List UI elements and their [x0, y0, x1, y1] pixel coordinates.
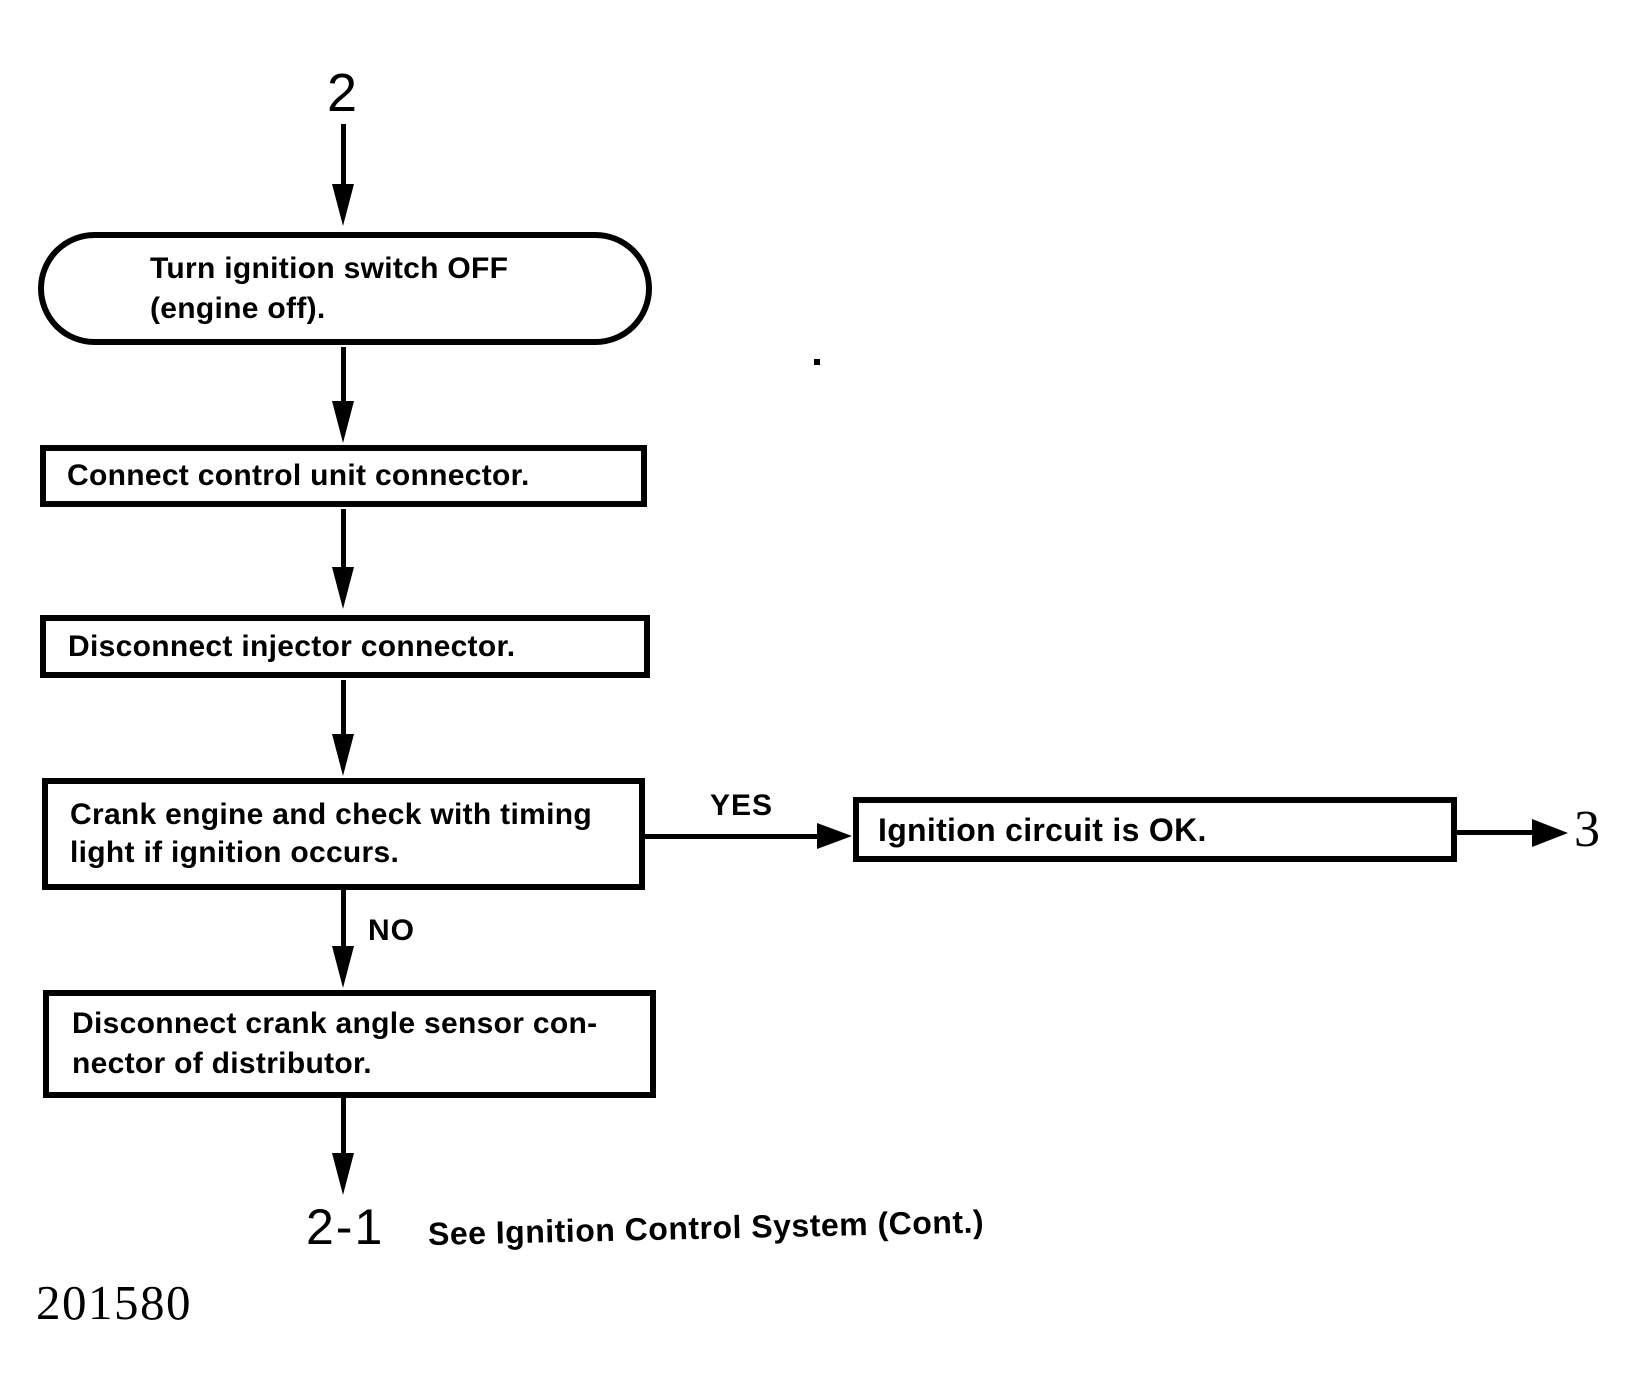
- node-start-terminator: Turn ignition switch OFF (engine off).: [38, 232, 652, 345]
- branch-label-no: NO: [368, 914, 415, 947]
- arrow-line-to-exit-bottom: [341, 1098, 346, 1156]
- arrow-line-no-branch: [341, 890, 346, 950]
- exit-connector-right-label: 3: [1574, 801, 1600, 858]
- node-crank-engine-check-line1: Crank engine and check with timing: [70, 798, 592, 831]
- arrowhead-start-to-connect: [332, 401, 354, 443]
- arrowhead-no-branch: [332, 946, 354, 988]
- node-start-line1: Turn ignition switch OFF: [150, 251, 509, 285]
- arrowhead-connect-to-injector: [332, 567, 354, 609]
- arrow-line-connect-to-injector: [341, 509, 346, 571]
- exit-connector-bottom-label: 2-1: [306, 1199, 385, 1255]
- node-ignition-ok: Ignition circuit is OK.: [853, 797, 1457, 862]
- node-connect-control-unit-line1: Connect control unit connector.: [67, 459, 530, 492]
- node-disconnect-crank-angle-sensor: Disconnect crank angle sensor con- necto…: [43, 990, 656, 1098]
- node-disconnect-injector-line1: Disconnect injector connector.: [68, 629, 516, 663]
- entry-connector-label: 2: [326, 63, 358, 123]
- node-crank-engine-check-line2: light if ignition occurs.: [70, 836, 400, 869]
- arrowhead-entry-to-start: [332, 184, 354, 226]
- arrowhead-to-exit-bottom: [332, 1153, 354, 1195]
- node-ignition-ok-line1: Ignition circuit is OK.: [878, 811, 1207, 848]
- arrowhead-yes-branch: [817, 823, 852, 849]
- footnote-text: See Ignition Control System (Cont.): [427, 1203, 985, 1252]
- arrowhead-to-exit-right: [1532, 819, 1568, 847]
- node-connect-control-unit: Connect control unit connector.: [40, 445, 647, 507]
- arrow-line-entry-to-start: [341, 124, 346, 188]
- node-start-line2: (engine off).: [150, 291, 326, 325]
- scan-speck: [814, 359, 820, 365]
- node-disconnect-crank-angle-sensor-line1: Disconnect crank angle sensor con-: [72, 1007, 598, 1040]
- arrowhead-injector-to-crank: [332, 734, 354, 776]
- node-disconnect-injector: Disconnect injector connector.: [40, 615, 650, 678]
- arrow-line-start-to-connect: [341, 347, 346, 405]
- arrow-line-yes-branch: [645, 834, 820, 839]
- arrow-line-to-exit-right: [1457, 830, 1535, 835]
- node-crank-engine-check: Crank engine and check with timing light…: [42, 778, 645, 890]
- node-disconnect-crank-angle-sensor-line2: nector of distributor.: [72, 1047, 372, 1080]
- arrow-line-injector-to-crank: [341, 680, 346, 738]
- branch-label-yes: YES: [710, 789, 774, 822]
- figure-number: 201580: [36, 1275, 192, 1330]
